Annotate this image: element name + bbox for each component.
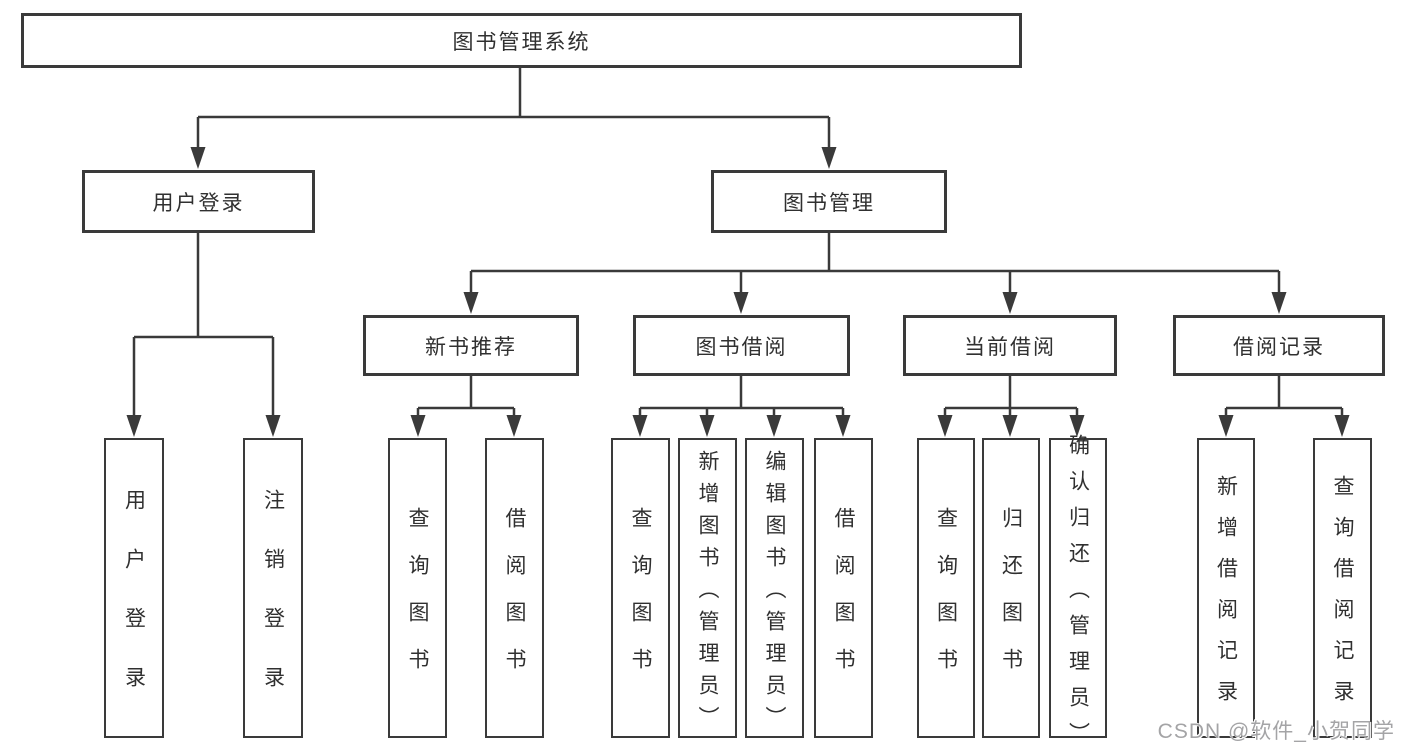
leaf-add-book-admin-label: 新增图书（管理员） xyxy=(696,449,719,738)
leaf-query-books: 查询图书 xyxy=(917,438,975,738)
leaf-query-borrow-record: 查询借阅记录 xyxy=(1313,438,1372,738)
leaf-query-books-label: 查询图书 xyxy=(934,507,958,695)
leaf-user-login-label: 用户登录 xyxy=(122,489,146,725)
leaf-query-borrow-record-label: 查询借阅记录 xyxy=(1331,475,1354,721)
leaf-borrow-books: 借阅图书 xyxy=(485,438,544,738)
node-book-management: 图书管理 xyxy=(711,170,947,233)
node-library-system: 图书管理系统 xyxy=(21,13,1022,68)
connector-stems xyxy=(132,68,1344,418)
node-borrowing-records: 借阅记录 xyxy=(1173,315,1385,376)
leaf-logout: 注销登录 xyxy=(243,438,303,738)
node-current-borrowing-label: 当前借阅 xyxy=(964,335,1056,359)
node-new-book-recommendation-label: 新书推荐 xyxy=(425,335,517,359)
leaf-borrow-books-label: 借阅图书 xyxy=(832,507,855,695)
leaf-logout-label: 注销登录 xyxy=(261,489,285,725)
csdn-watermark: CSDN @软件_小贺同学 xyxy=(1157,720,1395,743)
node-book-management-label: 图书管理 xyxy=(783,191,875,215)
leaf-edit-book-admin: 编辑图书（管理员） xyxy=(745,438,804,738)
node-new-book-recommendation: 新书推荐 xyxy=(363,315,579,376)
leaf-user-login: 用户登录 xyxy=(104,438,164,738)
node-book-borrowing: 图书借阅 xyxy=(633,315,850,376)
leaf-query-books: 查询图书 xyxy=(611,438,670,738)
node-user-login-label: 用户登录 xyxy=(152,191,245,215)
node-user-login: 用户登录 xyxy=(82,170,315,233)
leaf-confirm-return-admin: 确认归还（管理员） xyxy=(1049,434,1107,747)
node-library-system-label: 图书管理系统 xyxy=(452,30,591,54)
node-borrowing-records-label: 借阅记录 xyxy=(1233,335,1325,359)
leaf-return-book: 归还图书 xyxy=(982,438,1040,738)
leaf-confirm-return-admin-label: 确认归还（管理员） xyxy=(1066,433,1090,747)
leaf-query-books-label: 查询图书 xyxy=(629,507,652,695)
leaf-borrow-books-label: 借阅图书 xyxy=(503,507,526,695)
leaf-edit-book-admin-label: 编辑图书（管理员） xyxy=(763,449,786,738)
leaf-borrow-books: 借阅图书 xyxy=(814,438,873,738)
node-current-borrowing: 当前借阅 xyxy=(903,315,1117,376)
leaf-return-book-label: 归还图书 xyxy=(999,507,1023,695)
node-book-borrowing-label: 图书借阅 xyxy=(695,335,788,359)
leaf-query-books-label: 查询图书 xyxy=(406,507,429,695)
leaf-query-books: 查询图书 xyxy=(388,438,447,738)
leaf-add-borrow-record-label: 新增借阅记录 xyxy=(1214,475,1238,721)
leaf-add-borrow-record: 新增借阅记录 xyxy=(1197,438,1255,738)
leaf-add-book-admin: 新增图书（管理员） xyxy=(678,438,737,738)
